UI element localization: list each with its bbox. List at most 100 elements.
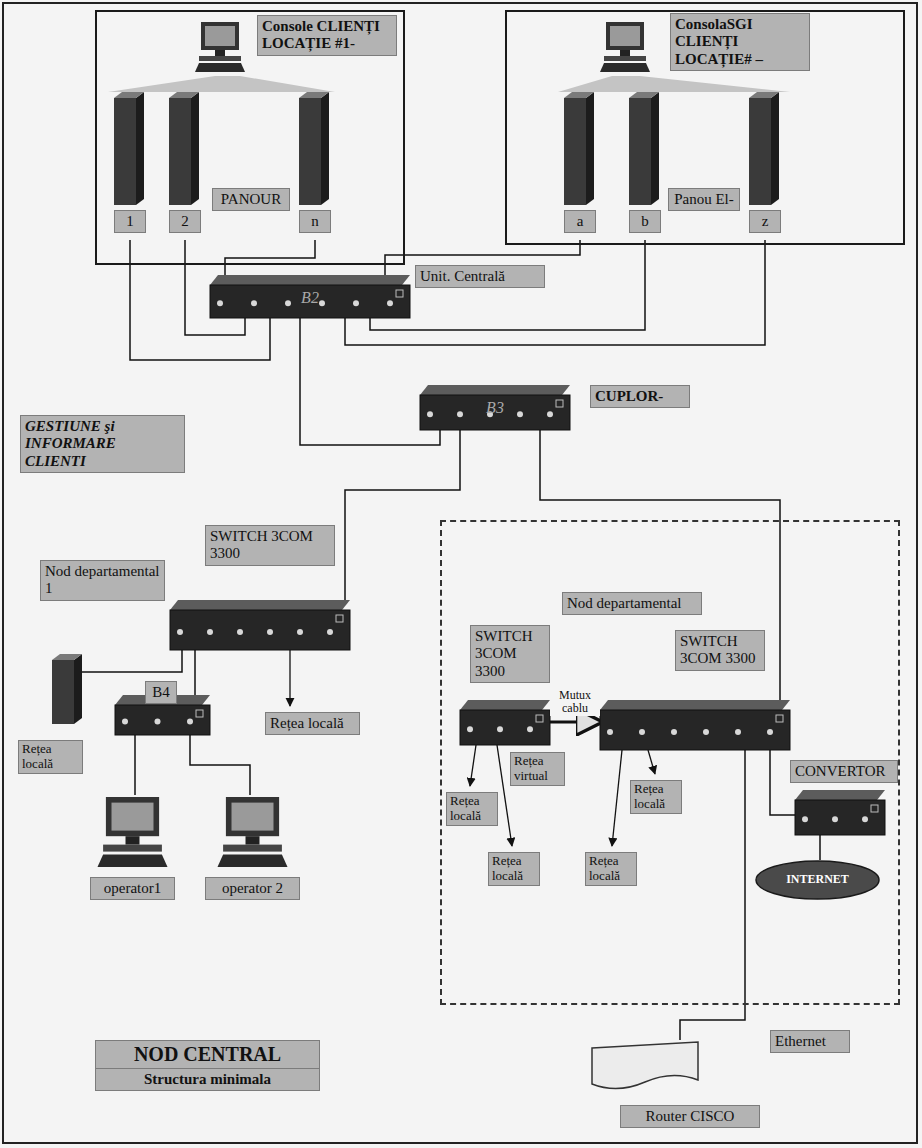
cabinet-top [564, 92, 594, 98]
monitor-case [106, 797, 159, 836]
node-label: 1 [114, 210, 146, 233]
network-device: SWITCH 3COM 3300Nod departamental 1 [170, 600, 350, 650]
device-port [177, 629, 183, 635]
console-beam [558, 76, 790, 92]
leader-arrow [612, 750, 622, 846]
device-port [285, 300, 291, 306]
cabinet-tower [114, 92, 144, 205]
device-led [871, 805, 878, 812]
node-label: operator1 [90, 877, 175, 900]
device-marking: INTERNET [755, 873, 880, 886]
device-port [639, 729, 645, 735]
device-led [776, 715, 783, 722]
text-label: Rețea locală [585, 852, 637, 886]
device-body [600, 710, 790, 750]
node-label: n [299, 210, 331, 233]
computer-base [103, 845, 162, 852]
device-port [187, 719, 193, 725]
node-label: B4 [145, 681, 177, 704]
cable-line [540, 430, 780, 700]
text-label: Rețea locală [265, 712, 360, 735]
computer-base [604, 56, 646, 61]
wire [82, 650, 182, 672]
keyboard [218, 854, 288, 867]
cabinet-front [299, 98, 321, 205]
panel-cabinet: z [745, 90, 785, 240]
node-label: Router CISCO [620, 1105, 760, 1128]
panel-cabinet: a [560, 90, 600, 240]
monitor-case [226, 797, 279, 836]
page-border [3, 3, 917, 1143]
device-port [735, 729, 741, 735]
device-port [527, 726, 533, 732]
cable-line [300, 318, 440, 445]
text-label: PANOUR [212, 188, 290, 211]
shape-drawing [590, 1040, 700, 1090]
monitor-stand [620, 50, 630, 56]
text-label: Ethernet [770, 1030, 850, 1053]
panel-cabinet: b [625, 90, 665, 240]
network-device: B2Unit. Centrală [210, 275, 410, 318]
node-label: SWITCH 3COM 3300 [470, 625, 550, 683]
device-port [155, 719, 161, 725]
device-port [297, 629, 303, 635]
cabinet-side [191, 92, 199, 205]
cable-line [819, 835, 821, 860]
device-port [497, 726, 503, 732]
shape-drawing [600, 700, 790, 750]
text-label: NOD CENTRAL [95, 1040, 320, 1069]
cabinet-side [136, 92, 144, 205]
text-label: Structura minimala [95, 1068, 320, 1091]
cabinet-front [564, 98, 586, 205]
monitor-screen [610, 26, 640, 46]
network-device: CONVERTOR [795, 790, 885, 835]
cabinet-top [52, 654, 82, 660]
leader-arrow [648, 750, 655, 774]
device-port [387, 300, 393, 306]
monitor-case [201, 22, 239, 50]
cabinet-tower [749, 92, 779, 205]
cabinet-top [749, 92, 779, 98]
device-port [457, 411, 463, 417]
device-port [267, 629, 273, 635]
device-port [607, 729, 613, 735]
device-port [319, 300, 325, 306]
cable-line [345, 430, 460, 600]
device-marking: B2 [285, 289, 335, 307]
device-port [767, 729, 773, 735]
device-port [671, 729, 677, 735]
node-label: CUPLOR- [590, 385, 690, 408]
internet-ellipse: INTERNET [755, 860, 880, 900]
node-label: Nod departamental [562, 592, 702, 615]
monitor-stand [246, 836, 260, 844]
cabinet-front [749, 98, 771, 205]
cabinet-tower [169, 92, 199, 205]
cabinet-side [771, 92, 779, 205]
cable-line [134, 735, 136, 795]
node-label: b [629, 210, 661, 233]
network-device: SWITCH 3COM 3300 [460, 700, 550, 745]
console-beam [108, 76, 335, 92]
cabinet-front [629, 98, 651, 205]
node-label: SWITCH 3COM 3300 [205, 525, 335, 566]
device-body [460, 710, 550, 745]
node-label: Unit. Centrală [415, 265, 545, 288]
cabinet-top [299, 92, 329, 98]
router-symbol: Router CISCO [590, 1040, 700, 1090]
device-port [467, 726, 473, 732]
monitor-case [606, 22, 644, 50]
device-top [210, 275, 410, 285]
shape-drawing [795, 790, 885, 835]
operator-computer: operator 2 [205, 795, 300, 905]
device-port [862, 816, 868, 822]
computer-base [223, 845, 282, 852]
shape-drawing [460, 700, 550, 745]
cable-line [225, 240, 315, 275]
shape-drawing [170, 600, 350, 650]
cabinet-front [169, 98, 191, 205]
network-device: B4 [115, 695, 210, 735]
node-label: Nod departamental 1 [40, 560, 165, 601]
cable-line [370, 240, 645, 330]
leader-arrow [470, 745, 476, 786]
